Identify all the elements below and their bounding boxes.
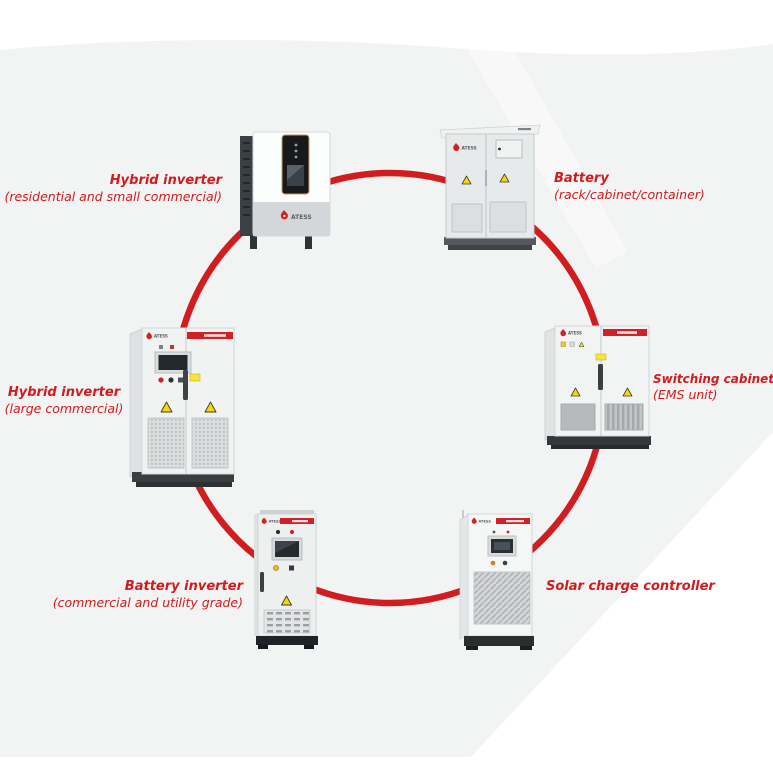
flame-logo-icon (146, 332, 152, 340)
model-badge (506, 520, 524, 523)
node-title: Battery inverter (124, 579, 243, 594)
recessed-panel (451, 203, 483, 233)
flame-logo-icon (560, 329, 566, 337)
node-title: Solar charge controller (546, 579, 715, 594)
warning-triangle-icon (461, 175, 472, 185)
node-title: Hybrid inverter (7, 385, 121, 400)
door-handle (485, 170, 487, 186)
roof-vents (260, 510, 314, 514)
label-hybrid-inverter-residential: Hybrid inverter (residential and small c… (4, 173, 222, 205)
brand-logo: ATESS (453, 143, 477, 152)
node-title: Hybrid inverter (109, 173, 222, 188)
brand-logo: ATESS (471, 517, 492, 524)
label-battery: Battery (rack/cabinet/container) (554, 171, 705, 203)
warning-triangle-icon (160, 401, 173, 413)
inverter-lower-band (253, 202, 330, 236)
node-subtitle: (large commercial) (4, 401, 124, 416)
vent-grille (473, 571, 531, 625)
brand-logo-text: ATESS (479, 520, 492, 524)
brand-logo-text: ATESS (568, 331, 582, 336)
solar-charge-controller-image: ATESS (454, 506, 542, 657)
warning-triangle-icon (622, 387, 633, 397)
cabinet-base (444, 237, 536, 250)
warning-triangle-icon (204, 401, 217, 413)
cabinet-base (547, 436, 651, 449)
display-screen (271, 537, 303, 561)
switching-cabinet-image: ATESS (541, 320, 659, 456)
display-screen (487, 535, 517, 557)
label-battery-inverter: Battery inverter (commercial and utility… (53, 579, 243, 611)
safety-icons-row (560, 341, 585, 347)
indicator-lights (492, 530, 510, 534)
hybrid-inverter-residential-image: ATESS (226, 130, 338, 256)
cabinet-side (254, 514, 258, 636)
flame-logo-icon (261, 517, 267, 524)
vent-louvers (604, 403, 644, 431)
yellow-label (189, 373, 201, 382)
cabinet-base (464, 636, 534, 650)
brand-logo: ATESS (560, 329, 582, 337)
brand-logo: ATESS (261, 517, 282, 524)
warning-triangle-icon (570, 387, 581, 397)
model-badge (617, 331, 637, 334)
hybrid-inverter-large-image: ATESS (126, 322, 240, 498)
brand-logo-text: ATESS (154, 334, 168, 339)
model-badge (292, 520, 308, 523)
indicator-lights (275, 529, 295, 535)
flame-logo-icon (453, 143, 460, 151)
yellow-label (595, 353, 607, 361)
model-badge (518, 128, 531, 131)
cabinet-side (544, 327, 556, 441)
flame-logo-icon (471, 517, 477, 524)
vent-panel (560, 403, 596, 431)
cabinet-base (132, 472, 234, 487)
node-subtitle: (commercial and utility grade) (52, 595, 243, 610)
control-panel (154, 345, 192, 383)
node-title: Battery (554, 171, 609, 186)
control-buttons (490, 560, 508, 566)
model-badge (204, 334, 226, 337)
battery-cabinet-image: ATESS (436, 118, 544, 258)
door-handle (183, 370, 188, 400)
vent-louvers (263, 609, 311, 634)
vent-grille (191, 417, 229, 469)
brand-logo: ATESS (146, 332, 168, 340)
door-handle (598, 364, 603, 390)
control-buttons (273, 565, 294, 571)
cabinet-base (256, 636, 318, 649)
heatsink-side (240, 136, 253, 236)
label-hybrid-inverter-large: Hybrid inverter (large commercial) (2, 385, 126, 417)
cabinet-side (129, 328, 143, 478)
display-panel (281, 134, 310, 195)
mount-feet (250, 236, 312, 249)
node-subtitle: (EMS unit) (653, 387, 718, 402)
recessed-panel (489, 201, 527, 233)
node-subtitle: (residential and small commercial) (4, 189, 222, 204)
door-handle (260, 572, 264, 592)
brand-logo-text: ATESS (291, 214, 312, 221)
brand-logo: ATESS (280, 210, 312, 221)
warning-triangle-icon (499, 173, 510, 183)
node-title: Switching cabinet (653, 372, 773, 386)
cabinet-side (459, 514, 469, 640)
label-solar-charge-controller: Solar charge controller (546, 579, 715, 595)
vent-grille (147, 417, 185, 469)
access-window (495, 139, 523, 159)
brand-logo-text: ATESS (462, 146, 477, 152)
flame-logo-icon (280, 210, 288, 220)
label-switching-cabinet: Switching cabinet (EMS unit) (653, 371, 773, 403)
warning-triangle-icon (281, 595, 292, 606)
battery-inverter-image: ATESS (248, 508, 326, 656)
brand-logo-text: ATESS (269, 520, 282, 524)
node-subtitle: (rack/cabinet/container) (554, 187, 705, 202)
